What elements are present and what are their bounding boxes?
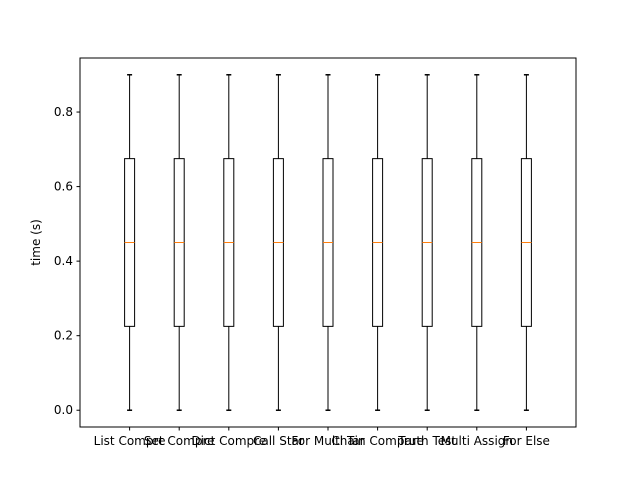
x-tick-label: Multi Assign xyxy=(441,434,513,448)
box-plot-item xyxy=(173,74,185,411)
x-tick-label: For Multi Tar xyxy=(291,434,364,448)
x-tick-label: List Compre xyxy=(94,434,166,448)
y-tick-label: 0.0 xyxy=(54,403,73,417)
x-tick-label: Truth Test xyxy=(397,434,456,448)
y-tick-label: 0.8 xyxy=(54,105,73,119)
box-plot-item xyxy=(520,74,532,411)
plot-area xyxy=(124,74,532,411)
x-tick-label: Set Compre xyxy=(144,434,215,448)
box-plot-item xyxy=(421,74,433,411)
y-tick-label: 0.2 xyxy=(54,329,73,343)
box-plot-item xyxy=(372,74,384,411)
axes-frame xyxy=(79,57,577,428)
x-tick-label: For Else xyxy=(503,434,550,448)
box-plot-item xyxy=(124,74,136,411)
box-plot-item xyxy=(223,74,235,411)
y-axis-label: time (s) xyxy=(29,219,43,266)
x-tick-label: Call Star xyxy=(253,434,304,448)
x-tick-label: Chain Compare xyxy=(331,434,424,448)
y-tick-label: 0.6 xyxy=(54,180,73,194)
box-plot-item xyxy=(471,74,483,411)
x-tick-label: Dict Compre xyxy=(191,434,266,448)
y-axis-ticks: 0.0 0.2 0.4 0.6 0.8 xyxy=(54,105,80,417)
box-plot-item xyxy=(322,74,334,411)
box-plot-item xyxy=(272,74,284,411)
y-tick-label: 0.4 xyxy=(54,254,73,268)
